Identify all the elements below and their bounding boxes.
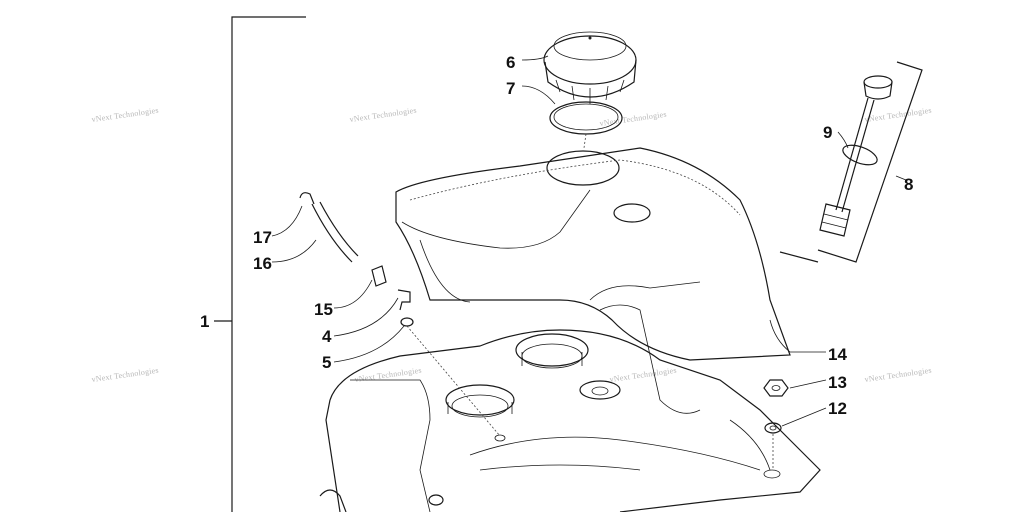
watermark: vNext Technologies: [864, 106, 932, 124]
assembly-bracket: [214, 16, 306, 512]
watermark: vNext Technologies: [91, 366, 159, 384]
tank-cover: [395, 147, 791, 414]
fuel-tank: [319, 329, 821, 512]
watermark: vNext Technologies: [91, 106, 159, 124]
callout-5: 5: [322, 353, 331, 372]
watermarks: vNext Technologies vNext Technologies vN…: [91, 106, 932, 384]
fuel-cap: [543, 31, 637, 104]
callout-14: 14: [828, 345, 847, 364]
watermark: vNext Technologies: [354, 366, 422, 384]
callout-13: 13: [828, 373, 847, 392]
watermark: vNext Technologies: [349, 106, 417, 124]
callout-17: 17: [253, 228, 272, 247]
callout-9: 9: [823, 123, 832, 142]
callout-7: 7: [506, 79, 515, 98]
callouts: 1 4 5 6 7 8 9 12 13 14 15 16 17: [200, 53, 913, 418]
leader-lines: [271, 55, 907, 427]
callout-16: 16: [253, 254, 272, 273]
nut-and-washer: [763, 379, 789, 470]
callout-12: 12: [828, 399, 847, 418]
watermark: vNext Technologies: [599, 110, 667, 128]
watermark: vNext Technologies: [609, 366, 677, 384]
dipstick-o-ring: [842, 144, 878, 166]
watermark: vNext Technologies: [864, 366, 932, 384]
callout-1: 1: [200, 312, 209, 331]
callout-15: 15: [314, 300, 333, 319]
callout-8: 8: [904, 175, 913, 194]
vent-hose: [299, 192, 501, 437]
cap-o-ring: [549, 101, 623, 149]
dipstick-bracket: [779, 61, 923, 263]
callout-4: 4: [322, 327, 332, 346]
dipstick: [819, 75, 893, 237]
callout-6: 6: [506, 53, 515, 72]
